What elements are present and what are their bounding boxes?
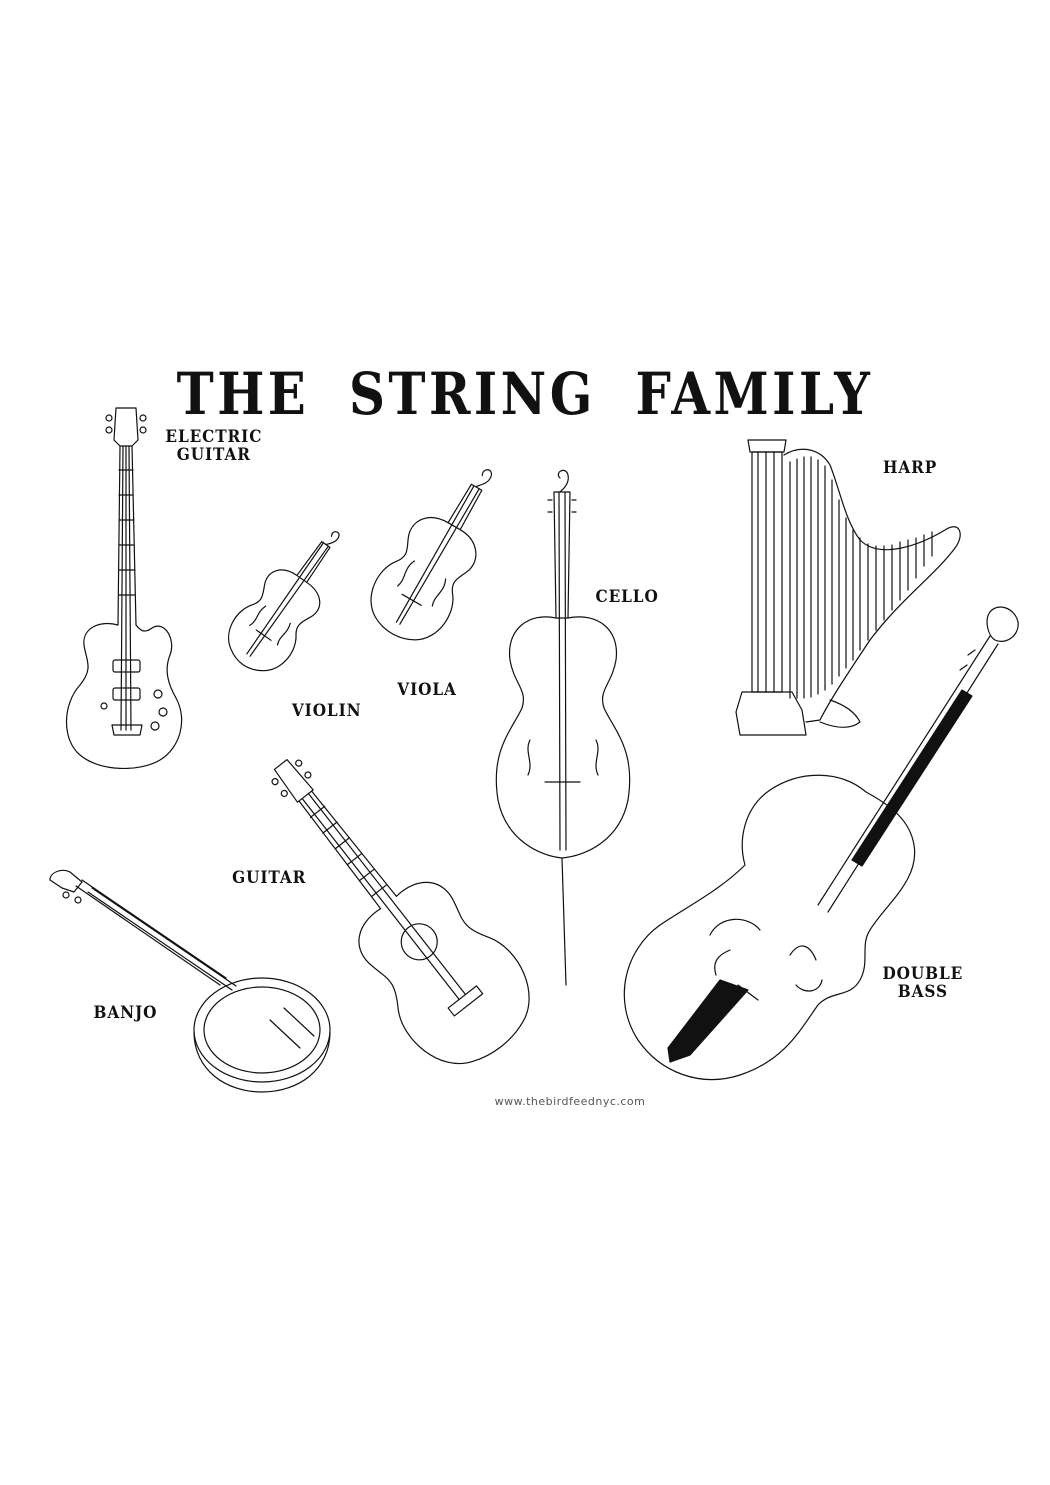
label-electric-guitar: ELECTRIC GUITAR (165, 427, 263, 465)
violin-icon (216, 512, 364, 683)
label-double-bass: DOUBLE BASS (882, 964, 964, 1002)
double-bass-icon (624, 607, 1018, 1079)
label-cello: CELLO (595, 587, 659, 607)
cello-icon (496, 470, 629, 985)
banjo-icon (50, 870, 330, 1092)
label-banjo: BANJO (93, 1003, 158, 1023)
page-title: THE STRING FAMILY (176, 360, 874, 428)
label-guitar: GUITAR (232, 868, 307, 888)
harp-icon (736, 440, 960, 735)
label-violin: VIOLIN (291, 701, 362, 721)
acoustic-guitar-icon (229, 724, 553, 1087)
website-footer: www.thebirdfeednyc.com (494, 1095, 646, 1108)
label-harp: HARP (883, 458, 938, 478)
electric-guitar-icon (67, 408, 182, 768)
viola-icon (357, 449, 522, 654)
label-viola: VIOLA (397, 680, 457, 700)
